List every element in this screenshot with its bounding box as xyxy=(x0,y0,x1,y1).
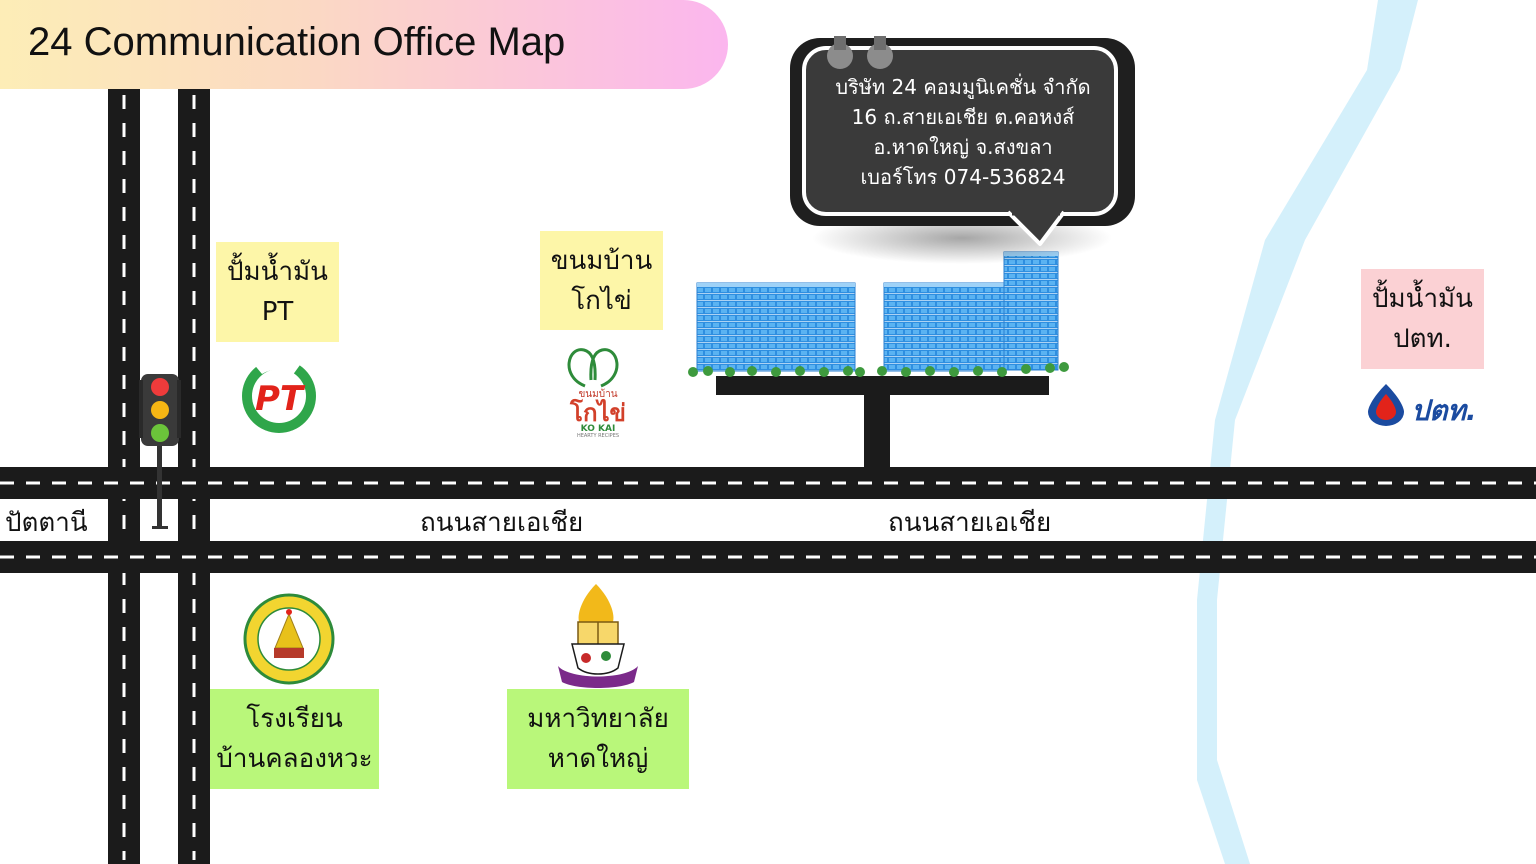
office-district-line: อ.หาดใหญ่ จ.สงขลา xyxy=(873,135,1053,159)
kokai-label-line2: โกไข่ xyxy=(571,285,632,316)
office-address: บริษัท 24 คอมมูนิเคชั่น จำกัด 16 ถ.สายเอ… xyxy=(818,72,1108,192)
road-name-label-2: ถนนสายเอเชีย xyxy=(888,508,1052,538)
office-phone-line: เบอร์โทร 074-536824 xyxy=(860,165,1066,189)
pt-station-label-line2: PT xyxy=(261,297,294,327)
page-title: 24 Communication Office Map xyxy=(28,20,566,64)
office-address-line: 16 ถ.สายเอเชีย ต.คอหงส์ xyxy=(851,105,1075,129)
ptt-logo-text: ปตท. xyxy=(1411,394,1476,427)
office-name-line: บริษัท 24 คอมมูนิเคชั่น จำกัด xyxy=(835,75,1091,99)
river xyxy=(1197,0,1418,864)
school-emblem-icon xyxy=(243,593,335,685)
office-building-icon xyxy=(688,251,1069,470)
school-label-line2: บ้านคลองหวะ xyxy=(216,744,373,774)
kokai-logo-icon: ขนมบ้าน โกไข่ KO KAI HEARTY RECIPES xyxy=(567,348,626,439)
road-name-label-1: ถนนสายเอเชีย xyxy=(420,508,584,538)
office-info-bubble xyxy=(790,36,1135,264)
ptt-station-label: ปั้มน้ำมัน ปตท. xyxy=(1361,269,1484,369)
kokai-logo-en: KO KAI xyxy=(581,424,616,434)
ptt-station-label-line1: ปั้มน้ำมัน xyxy=(1372,284,1473,314)
kokai-logo-sub: HEARTY RECIPES xyxy=(577,433,619,439)
title-banner xyxy=(0,0,728,89)
university-label-line2: หาดใหญ่ xyxy=(547,744,649,774)
kokai-logo-small: ขนมบ้าน xyxy=(578,388,617,400)
school-label: โรงเรียน บ้านคลองหวะ xyxy=(210,689,379,789)
pt-logo-icon: PT xyxy=(242,354,316,433)
university-label-line1: มหาวิทยาลัย xyxy=(527,704,669,734)
school-label-line1: โรงเรียน xyxy=(246,704,343,734)
kokai-label-line1: ขนมบ้าน xyxy=(550,245,653,276)
pt-station-label-line1: ปั้มน้ำมัน xyxy=(227,257,328,287)
ptt-logo-icon: ปตท. xyxy=(1368,384,1477,427)
kokai-label: ขนมบ้าน โกไข่ xyxy=(540,231,663,330)
kokai-logo-main: โกไข่ xyxy=(569,398,626,427)
university-label: มหาวิทยาลัย หาดใหญ่ xyxy=(507,689,689,789)
pt-logo-text: PT xyxy=(255,379,306,419)
ptt-station-label-line2: ปตท. xyxy=(1393,324,1452,354)
university-emblem-icon xyxy=(558,584,638,688)
direction-label-pattani: ปัตตานี xyxy=(5,508,88,538)
pt-station-label: ปั้มน้ำมัน PT xyxy=(216,242,339,342)
traffic-light-icon xyxy=(139,374,181,529)
